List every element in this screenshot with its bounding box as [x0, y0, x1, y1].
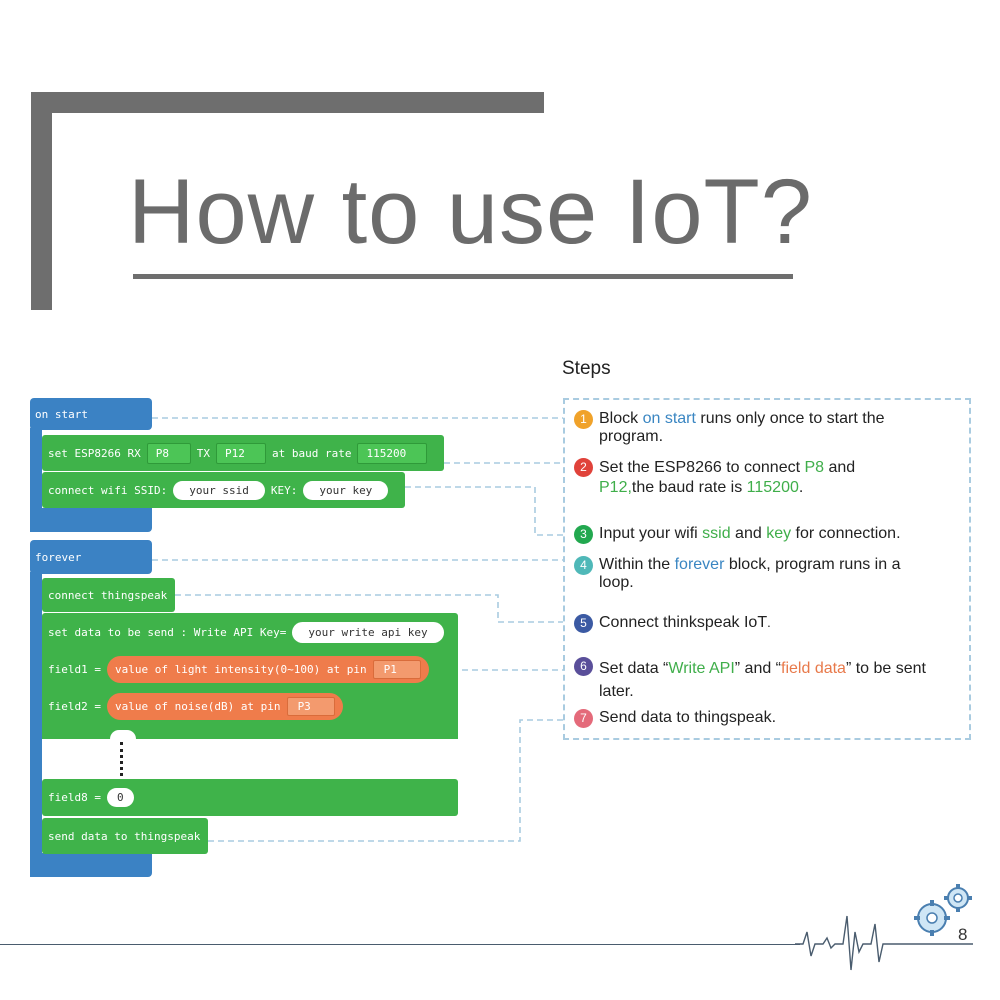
connect-wifi-block[interactable]: connect wifi SSID: your ssid KEY: your k… [42, 472, 405, 508]
on-start-bar [30, 428, 42, 532]
frame-left-bar [31, 92, 52, 310]
step-text: Input your wifi [599, 525, 703, 542]
connect-wifi-label: connect wifi SSID: [48, 483, 168, 497]
field2-pin-slot[interactable]: P3 [286, 696, 335, 716]
tx-pin-slot[interactable]: P12 [215, 442, 266, 464]
step-highlight: 115200 [746, 479, 799, 496]
set-esp8266-block[interactable]: set ESP8266 RX P8 TX P12 at baud rate 11… [42, 435, 444, 471]
step-highlight: P12, [599, 479, 632, 496]
step-highlight: Write API [668, 660, 735, 677]
step-number: 4 [574, 556, 593, 575]
step-text: for connection. [791, 525, 901, 542]
step-text: Within the [599, 556, 675, 573]
baud-label: at baud rate [271, 446, 352, 460]
rx-pin-slot[interactable]: P8 [146, 442, 191, 464]
set-data-label: set data to be send : Write API Key= [48, 625, 287, 639]
send-data-label: send data to thingspeak [48, 829, 201, 843]
steps-heading: Steps [562, 358, 611, 379]
api-key-input[interactable]: your write api key [292, 621, 444, 643]
step-number: 6 [574, 657, 593, 676]
frame-top-bar [31, 92, 544, 113]
forever-bar [30, 572, 42, 877]
step-number: 3 [574, 525, 593, 544]
tx-label: TX [196, 446, 210, 460]
connect-thingspeak-block[interactable]: connect thingspeak [42, 578, 175, 612]
connect-thingspeak-label: connect thingspeak [48, 588, 168, 602]
step-highlight: ssid [702, 525, 731, 542]
field8-label: field8 = [48, 791, 101, 804]
heartbeat-icon [795, 915, 973, 971]
field-value-pill-cut [110, 730, 136, 739]
step-text: Set data “ [599, 660, 669, 677]
step-1: 1 Block on start runs only once to start … [574, 410, 939, 446]
step-text: ” to be sent later. [599, 660, 926, 700]
step-text: and [824, 459, 856, 476]
step-text: . [798, 479, 804, 496]
title-underline [133, 274, 793, 279]
noise-block[interactable]: value of noise(dB) at pin P3 [106, 692, 343, 720]
footer-line [0, 944, 800, 945]
step-7: 7 Send data to thingspeak. [574, 709, 939, 728]
on-start-block[interactable]: on start [30, 398, 152, 430]
step-number: 2 [574, 458, 593, 477]
step-text: Block [599, 410, 643, 427]
forever-label: forever [35, 551, 82, 564]
step-text: Set the ESP8266 to connect [599, 459, 805, 476]
steps-box [563, 398, 971, 740]
step-highlight: field data [781, 660, 846, 677]
field8-block[interactable]: field8 = 0 [42, 779, 458, 816]
step-highlight: forever [674, 556, 725, 573]
baud-rate-slot[interactable]: 115200 [357, 442, 428, 464]
page-number: 8 [958, 925, 968, 944]
noise-label: value of noise(dB) at pin [114, 699, 281, 713]
key-label: KEY: [270, 483, 298, 497]
step-2: 2 Set the ESP8266 to connect P8 and P12,t… [574, 458, 939, 498]
step-text: . [767, 615, 771, 630]
step-highlight: key [766, 525, 792, 542]
step-text: and [730, 525, 767, 542]
send-data-block[interactable]: send data to thingspeak [42, 818, 208, 854]
light-intensity-label: value of light intensity(0~100) at pin [114, 662, 367, 676]
set-esp-label: set ESP8266 RX [48, 446, 141, 460]
field1-label: field1 = [48, 662, 101, 676]
step-number: 1 [574, 410, 593, 429]
on-start-label: on start [35, 408, 88, 421]
field1-pin-slot[interactable]: P1 [372, 659, 421, 679]
forever-footer [30, 853, 152, 877]
light-intensity-block[interactable]: value of light intensity(0~100) at pin P… [106, 655, 429, 683]
step-highlight: P8 [804, 459, 825, 476]
field2-label: field2 = [48, 699, 101, 713]
step-text: Connect thinkspeak IoT [599, 614, 768, 631]
step-text: the baud rate is [631, 479, 747, 496]
step-3: 3 Input your wifi ssid and key for connec… [574, 525, 939, 544]
set-data-block[interactable]: set data to be send : Write API Key= you… [42, 613, 458, 739]
step-number: 5 [574, 614, 593, 633]
forever-block[interactable]: forever [30, 540, 152, 574]
ssid-input[interactable]: your ssid [173, 480, 265, 500]
step-highlight: on start [642, 410, 696, 427]
key-input[interactable]: your key [303, 480, 389, 500]
on-start-footer [30, 508, 152, 532]
step-text: Send data to thingspeak. [599, 709, 777, 726]
step-text: block, program runs in a loop. [599, 556, 901, 591]
ellipsis-dots [120, 742, 123, 776]
page-title: How to use IoT? [128, 161, 813, 263]
step-text: ” and “ [734, 660, 782, 677]
step-6: 6 Set data “Write API” and “field data” t… [574, 657, 939, 703]
step-number: 7 [574, 709, 593, 728]
step-4: 4 Within the forever block, program runs … [574, 556, 939, 592]
gears-icon [914, 884, 972, 936]
step-5: 5 Connect thinkspeak IoT. [574, 614, 939, 633]
field8-input[interactable]: 0 [106, 788, 134, 807]
step-text: runs only once to start the program. [599, 410, 885, 445]
